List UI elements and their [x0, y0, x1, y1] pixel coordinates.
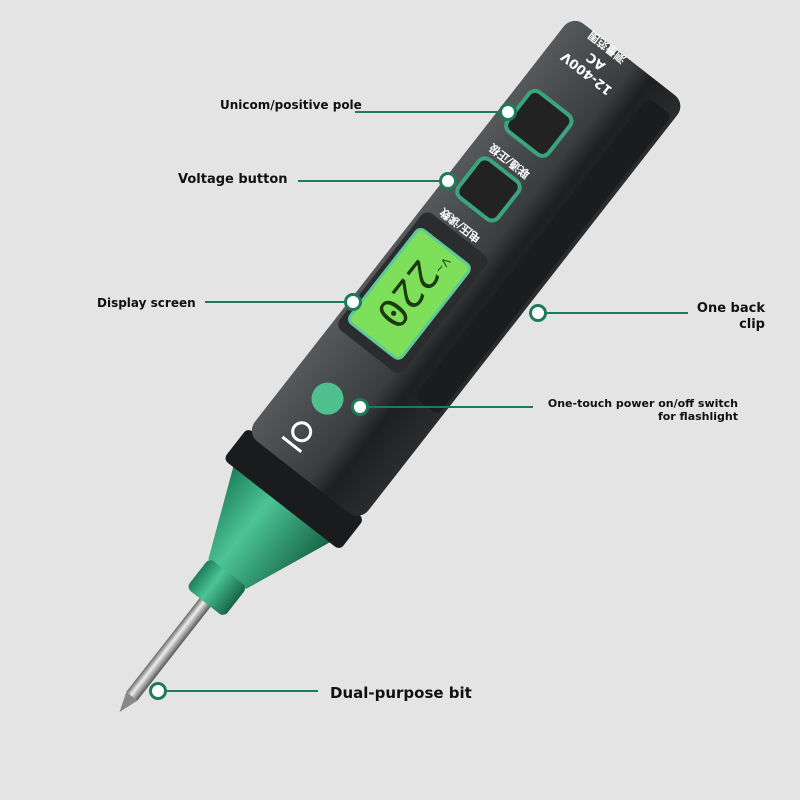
callout-display-line	[205, 301, 347, 303]
callout-display-label: Display screen	[97, 296, 196, 310]
bit-tip	[119, 691, 138, 713]
green-nose-cone	[208, 465, 332, 589]
callout-bit-dot	[149, 682, 167, 700]
callout-voltage-line	[298, 180, 443, 182]
voltage-button[interactable]	[454, 155, 523, 224]
callout-bit-line	[166, 690, 318, 692]
callout-voltage-label: Voltage button	[178, 172, 288, 187]
callout-clip-label: One back clip	[696, 301, 765, 332]
power-flashlight-button[interactable]	[305, 376, 350, 421]
callout-power-label: One-touch power on/off switch for flashl…	[547, 397, 738, 423]
collar	[225, 430, 362, 548]
callout-unicom-label: Unicom/positive pole	[220, 98, 362, 112]
callout-voltage-dot	[439, 172, 457, 190]
callout-bit-label: Dual-purpose bit	[330, 684, 472, 702]
back-clip	[416, 99, 670, 413]
callout-unicom-line	[355, 111, 505, 113]
callout-display-dot	[344, 293, 362, 311]
display-screen	[347, 227, 471, 360]
callout-power-line	[368, 406, 533, 408]
metal-bit	[126, 593, 215, 701]
unicom-button[interactable]	[503, 88, 575, 159]
callout-power-dot	[351, 398, 369, 416]
callout-unicom-dot	[499, 103, 517, 121]
green-nose-tip	[188, 560, 245, 615]
callout-clip-line	[546, 312, 688, 314]
callout-clip-dot	[529, 304, 547, 322]
flashlight-icon	[281, 421, 313, 453]
